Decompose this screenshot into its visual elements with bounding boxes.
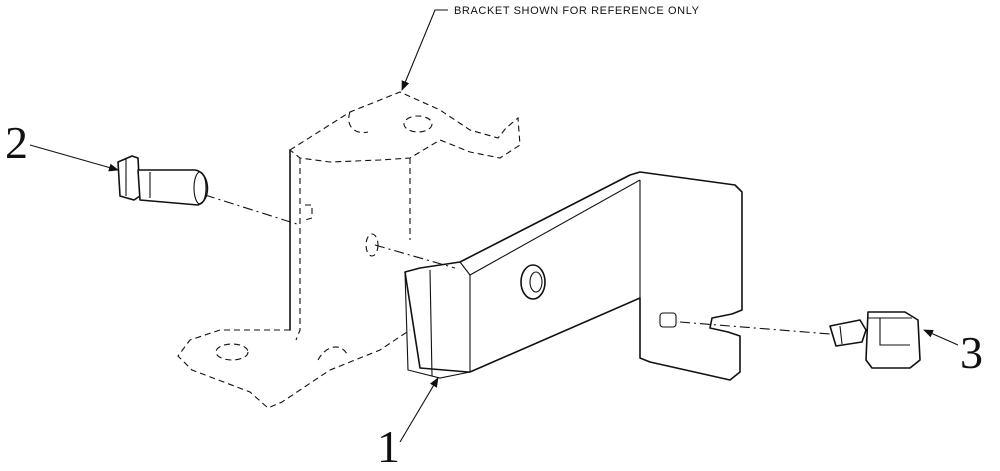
callout-1: 1 [377, 421, 400, 471]
flange-bolt [117, 155, 209, 206]
reference-note: BRACKET SHOWN FOR REFERENCE ONLY [454, 5, 700, 17]
callout-2: 2 [5, 117, 28, 168]
clip-nut [829, 311, 921, 369]
mounting-plate [404, 171, 743, 381]
center-lines [204, 194, 831, 335]
callout-3: 3 [960, 327, 983, 378]
reference-bracket [177, 91, 521, 409]
leader-lines [29, 9, 959, 443]
